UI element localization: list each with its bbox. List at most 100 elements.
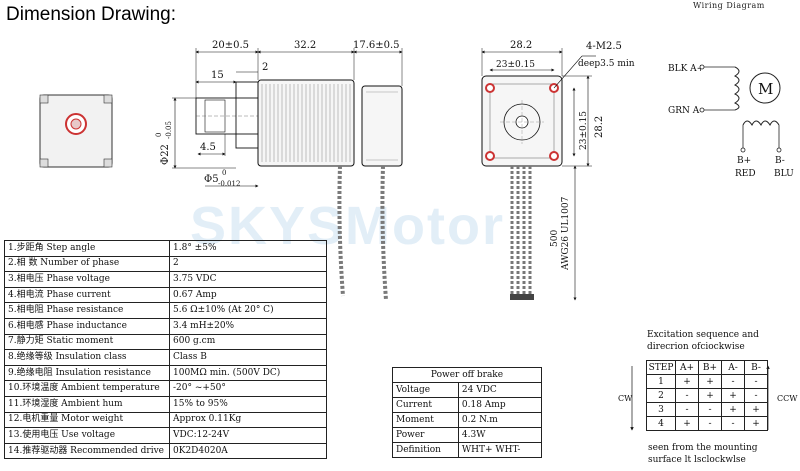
excitation-header-cell: A+ — [675, 360, 699, 375]
dim-screw-depth: deep3.5 min — [578, 59, 635, 69]
brake-label: Current — [392, 397, 459, 413]
excitation-cell: + — [744, 416, 768, 431]
spec-value: 3.75 VDC — [169, 271, 327, 288]
excitation-row: 4+--+ — [646, 416, 768, 431]
wire-label-blu: BLU — [774, 169, 794, 179]
dim-shaft-tol-bottom: -0.012 — [218, 180, 240, 188]
excitation-header-cell: B+ — [698, 360, 722, 375]
spec-value: 0.67 Amp — [169, 286, 327, 304]
excitation-cell: - — [721, 374, 745, 389]
brake-label: Moment — [392, 412, 459, 428]
spec-value: 1.8° ±5% — [169, 240, 327, 257]
excitation-header-cell: STEP — [646, 360, 676, 375]
ccw-label: CCW — [777, 394, 798, 403]
spec-label: 9.绝缘电阻 Insulation resistance — [4, 364, 170, 382]
excitation-note-line1: seen from the mounting — [648, 443, 758, 453]
dim-flat-width: 4.5 — [200, 142, 216, 153]
excitation-cell: 2 — [646, 388, 676, 403]
dim-body-length: 32.2 — [294, 40, 316, 51]
wire-label-blk: BLK A+ — [668, 64, 704, 74]
spec-label: 1.步距角 Step angle — [4, 240, 170, 257]
dim-outer-width: 28.2 — [510, 40, 532, 51]
spec-label: 11.环境湿度 Ambient hum — [4, 395, 170, 413]
excitation-note-line2: surface lt lsclockwlse — [648, 455, 746, 465]
side-view: 20±0.5 32.2 17.6±0.5 15 2 4.5 Φ22 0 -0.0… — [155, 40, 403, 301]
spec-value: Class B — [169, 349, 327, 366]
excitation-caption-line1: Excitation sequence and — [647, 330, 759, 340]
excitation-cell: - — [744, 388, 768, 403]
excitation-cell: + — [698, 388, 722, 403]
excitation-cell: - — [698, 416, 722, 431]
wire-label-bminus: B- — [775, 156, 785, 166]
excitation-cell: 4 — [646, 416, 676, 431]
spec-value: 100MΩ min. (500V DC) — [169, 364, 327, 382]
excitation-header-cell: A- — [721, 360, 745, 375]
excitation-row: 1++-- — [646, 374, 768, 389]
page-title: Dimension Drawing: — [6, 4, 177, 25]
spec-label: 6.相电感 Phase inductance — [4, 317, 170, 335]
wiring-diagram-title: Wiring Diagram — [693, 1, 765, 10]
excitation-row: 2-++- — [646, 388, 768, 403]
wire-label-red: RED — [735, 169, 756, 179]
spec-label: 8.绝缘等级 Insulation class — [4, 349, 170, 366]
dim-shaft-diameter: Φ5 — [204, 174, 219, 185]
spec-value: -20° ~+50° — [169, 380, 327, 397]
excitation-cell: 3 — [646, 402, 676, 417]
spec-label: 3.相电压 Phase voltage — [4, 271, 170, 288]
spec-label: 5.相电阻 Phase resistance — [4, 302, 170, 319]
dim-hole-spacing-vertical: 23±0.15 — [579, 111, 589, 150]
excitation-header-cell: B- — [744, 360, 768, 375]
spec-value: Approx 0.11Kg — [169, 411, 327, 429]
wire-spec: AWG26 UL1007 — [561, 196, 571, 271]
spec-row: 10.环境温度 Ambient temperature-20° ~+50° — [4, 380, 327, 397]
brake-value: 24 VDC — [457, 382, 543, 398]
brake-label: Power — [392, 427, 459, 443]
excitation-cell: - — [675, 402, 699, 417]
direction-arrows — [630, 365, 770, 431]
spec-value: 0K2D4020A — [169, 442, 327, 460]
brake-value: 0.2 N.m — [457, 412, 543, 428]
small-front-view — [39, 94, 113, 168]
motor-symbol: M — [758, 80, 773, 98]
spec-value: 3.4 mH±20% — [169, 317, 327, 335]
excitation-cell: + — [675, 374, 699, 389]
excitation-cell: + — [721, 402, 745, 417]
excitation-cell: - — [721, 416, 745, 431]
spec-label: 13.使用电压 Use voltage — [4, 427, 170, 444]
excitation-cell: - — [744, 374, 768, 389]
excitation-cell: + — [744, 402, 768, 417]
excitation-note: seen from the mounting surface lt lscloc… — [648, 442, 758, 466]
dim-outer-height: 28.2 — [594, 116, 605, 138]
excitation-cell: 1 — [646, 374, 676, 389]
dim-boss-tol-top: 0 — [155, 133, 163, 137]
spec-label: 7.静力矩 Static moment — [4, 333, 170, 351]
brake-title: Power off brake — [392, 367, 542, 383]
spec-value: 2 — [169, 255, 327, 273]
wiring-diagram: BLK A+ GRN A- M B+ RED B- BLU — [668, 64, 794, 179]
excitation-cell: + — [675, 416, 699, 431]
dim-brake-length: 17.6±0.5 — [353, 40, 400, 51]
spec-value: 15% to 95% — [169, 395, 327, 413]
front-view: 28.2 23±0.15 4-M2.5 deep3.5 min 23±0.15 … — [481, 40, 635, 301]
spec-label: 10.环境温度 Ambient temperature — [4, 380, 170, 397]
brake-label: Definition — [392, 442, 459, 458]
